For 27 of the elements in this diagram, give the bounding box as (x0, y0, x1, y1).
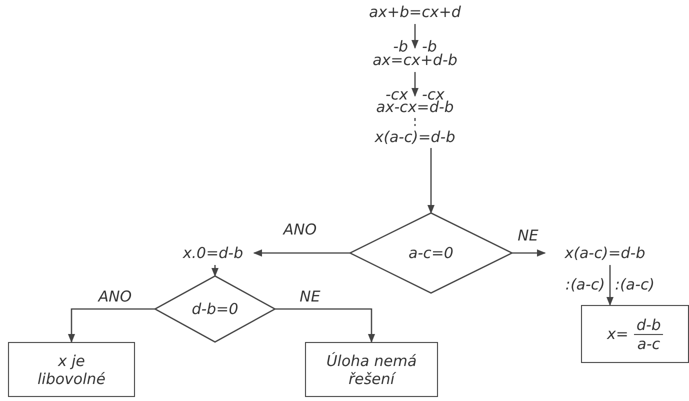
result-box (305, 342, 438, 397)
equation-text: x(a-c)=d-b (564, 244, 646, 262)
equation-text: x(a-c)=d-b (374, 128, 456, 146)
operation-label: :(a-c) (565, 278, 605, 292)
edge-label: ANO (98, 290, 132, 304)
edge-label: NE (518, 228, 538, 244)
edge-label: ANO (283, 222, 317, 238)
arrow (427, 148, 435, 214)
equation-text: ax+b=cx+d (369, 3, 461, 21)
result-box (8, 342, 135, 397)
arrow (512, 249, 546, 257)
arrow (211, 265, 219, 277)
arrow (411, 72, 419, 97)
arrow (68, 308, 155, 343)
arrow (411, 24, 419, 49)
operation-label: :(a-c) (615, 278, 655, 292)
result-text: Úloha nemá řešení (325, 352, 418, 388)
result-box (581, 305, 689, 363)
result-text: x je libovolné (36, 352, 106, 388)
edge-label: NE (300, 290, 320, 304)
arrow (606, 265, 614, 306)
condition-text: a-c=0 (408, 244, 454, 262)
arrow (253, 249, 350, 257)
operation-label: -cx (385, 88, 408, 102)
condition-text: d-b=0 (192, 300, 238, 318)
equation-text: x.0=d-b (182, 244, 244, 262)
arrow (275, 308, 376, 343)
